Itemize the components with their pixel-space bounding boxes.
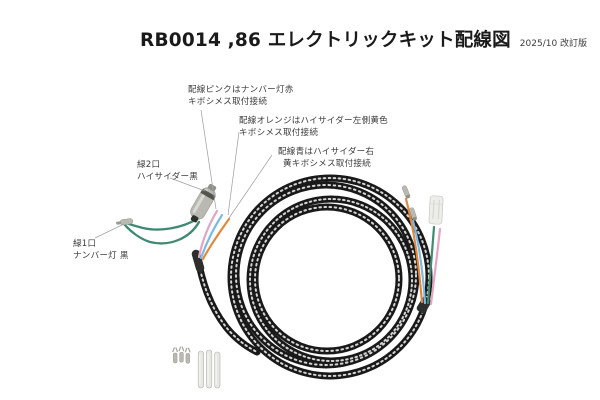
terminal-tip — [116, 221, 122, 225]
callout-line: キボシメス取付接続 — [239, 127, 319, 138]
green-one-port-terminal — [116, 218, 134, 226]
callout-line: 緑2口 — [137, 160, 161, 170]
terminal-barrel — [185, 353, 190, 364]
green-wire — [123, 220, 201, 245]
spare-kiboshi-terminals — [172, 346, 191, 364]
green-two-port-connector — [190, 183, 217, 223]
callout-line: キボシメス取付接続 — [188, 96, 268, 107]
right-wire-pink — [429, 227, 442, 306]
leader-line-pink — [200, 109, 217, 210]
callout-line: 配線ピンクはナンバー灯赤 — [188, 85, 294, 95]
terminal-barrel — [173, 352, 178, 364]
connector-boot — [190, 215, 199, 223]
kiboshi-terminal-icon — [178, 346, 185, 363]
bullet-terminal-orange — [401, 185, 411, 199]
coupler-housing — [428, 195, 444, 225]
connector-socket-band — [200, 189, 216, 200]
right-wires — [404, 197, 442, 306]
leader-line-green-two-port — [169, 177, 206, 192]
terminal-wings — [178, 346, 185, 352]
right-wire-blue — [411, 219, 427, 305]
callout-green-two-port: 緑2口 ハイサイダー黒 — [137, 160, 198, 184]
right-wire-orange — [404, 197, 424, 304]
sleeve-body — [206, 349, 213, 389]
terminal-wings — [184, 347, 191, 353]
green-wire — [122, 217, 199, 231]
callout-line: 配線青はハイサイダー右 — [278, 147, 375, 157]
sleeve-body — [197, 350, 204, 389]
terminal-barrel — [179, 352, 184, 363]
pigtail-wire-orange — [201, 217, 231, 261]
callout-line: ハイサイダー黒 — [137, 171, 199, 182]
sleeve-icon — [214, 351, 221, 389]
sleeve-icon — [206, 349, 213, 389]
coupler-latch-line — [430, 203, 444, 205]
callout-blue-wire: 配線青はハイサイダー右 黄キボシメス取付接続 — [278, 147, 374, 171]
kiboshi-terminal-icon — [172, 347, 179, 364]
coil-speckle — [254, 206, 400, 352]
callout-pink-wire: 配線ピンクはナンバー灯赤 キボシメス取付接続 — [188, 85, 294, 109]
terminal-sleeves — [197, 349, 221, 389]
green-wires — [122, 217, 201, 245]
callout-line: 黄キボシメス取付接続 — [283, 158, 371, 169]
right-wire-green — [426, 225, 436, 305]
connector-highlight — [192, 189, 208, 214]
sleeve-icon — [197, 350, 204, 389]
leader-line-blue — [228, 154, 273, 219]
sheath-end-tape — [191, 249, 205, 273]
connector-tip — [207, 183, 217, 192]
coupler-cavity-lines — [432, 199, 440, 220]
kiboshi-terminal-icon — [184, 347, 191, 364]
callout-orange-wire: 配線オレンジはハイサイダー左側黄色 キボシメス取付接続 — [239, 116, 388, 140]
revision-note: 2025/10 改訂版 — [519, 39, 588, 49]
callout-line: 緑1口 — [73, 239, 97, 249]
harness-coil — [227, 174, 433, 380]
callout-line: ナンバー灯 黒 — [73, 250, 129, 261]
bullet-crimp — [405, 194, 411, 199]
bullet-crimp — [412, 216, 417, 221]
left-pigtail-wires — [197, 209, 231, 261]
left-sheath-arm — [191, 249, 261, 356]
leader-line-orange — [227, 131, 240, 216]
terminal-wings — [172, 347, 179, 353]
white-coupler — [428, 195, 444, 225]
coil-speckle — [235, 184, 417, 366]
leader-lines — [94, 109, 273, 239]
bullet-terminal-blue — [409, 207, 417, 221]
coil-speckle — [249, 198, 413, 362]
page-title: RB0014 ,86 エレクトリックキット配線図 — [140, 30, 511, 51]
pigtail-wire-pink — [197, 209, 219, 259]
leader-line-green-one-port — [94, 223, 125, 239]
pigtail-wire-blue — [199, 213, 224, 260]
callout-green-one-port: 緑1口 ナンバー灯 黒 — [73, 239, 129, 263]
sheath-speckle — [196, 254, 258, 353]
title-block: RB0014 ,86 エレクトリックキット配線図 2025/10 改訂版 — [140, 26, 587, 52]
sleeve-body — [214, 351, 221, 389]
callout-line: 配線オレンジはハイサイダー左側黄色 — [239, 116, 388, 126]
